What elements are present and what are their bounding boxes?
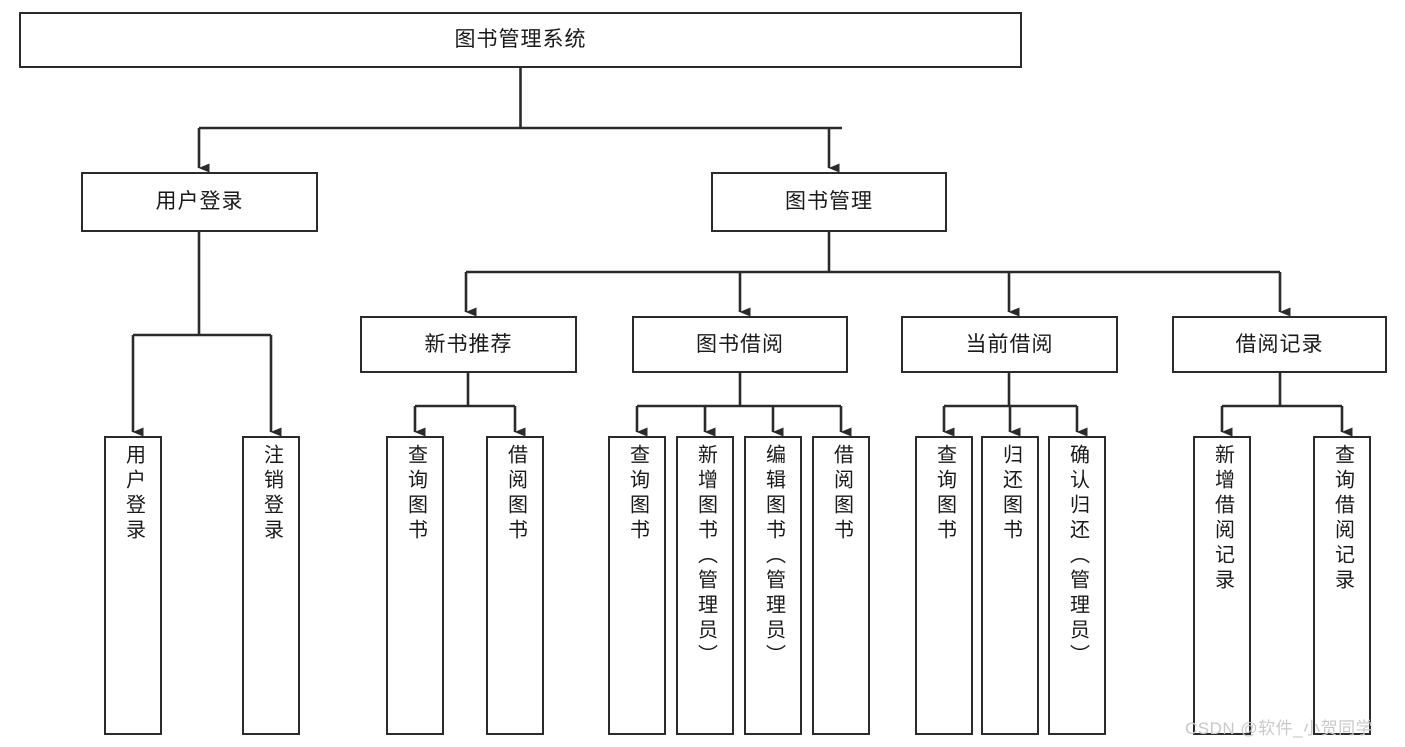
node-label: 借阅图书	[830, 444, 853, 544]
leaf-edit-book-admin[interactable]: 编辑图书（管理员）	[744, 436, 802, 735]
node-current-borrowing[interactable]: 当前借阅	[901, 316, 1118, 373]
leaf-query-book-current[interactable]: 查询图书	[915, 436, 973, 735]
node-label: 图书管理系统	[454, 28, 587, 52]
node-label: 新增图书（管理员）	[694, 444, 717, 669]
node-label: 借阅记录	[1235, 332, 1324, 356]
leaf-query-book-recommend[interactable]: 查询图书	[386, 436, 444, 735]
connector-group-root	[197, 68, 842, 173]
node-label: 图书借阅	[696, 332, 784, 356]
node-label: 查询图书	[404, 444, 427, 544]
leaf-borrow-book[interactable]: 借阅图书	[812, 436, 870, 735]
leaf-logout-login[interactable]: 注销登录	[242, 436, 300, 735]
node-user-login[interactable]: 用户登录	[81, 172, 318, 232]
node-root-book-management-system[interactable]: 图书管理系统	[19, 12, 1022, 68]
node-label: 借阅图书	[504, 444, 527, 544]
node-label: 图书管理	[785, 190, 873, 214]
leaf-add-book-admin[interactable]: 新增图书（管理员）	[676, 436, 734, 735]
node-label: 用户登录	[155, 190, 244, 214]
node-label: 查询借阅记录	[1331, 444, 1354, 594]
node-label: 编辑图书（管理员）	[762, 444, 785, 669]
connector-group-current-borrow	[942, 373, 1088, 437]
leaf-confirm-return-admin[interactable]: 确认归还（管理员）	[1048, 436, 1106, 735]
node-new-book-recommendation[interactable]: 新书推荐	[360, 316, 577, 373]
node-label: 当前借阅	[965, 332, 1054, 356]
leaf-user-login[interactable]: 用户登录	[104, 436, 162, 735]
leaf-add-borrow-record[interactable]: 新增借阅记录	[1193, 436, 1251, 735]
node-label: 查询图书	[933, 444, 956, 544]
leaf-query-borrow-record[interactable]: 查询借阅记录	[1313, 436, 1371, 735]
connector-group-new-book	[413, 373, 526, 437]
connector-group-book-manage	[464, 232, 1291, 317]
node-label: 查询图书	[626, 444, 649, 544]
connector-group-user-login	[131, 232, 282, 437]
leaf-return-book[interactable]: 归还图书	[981, 436, 1039, 735]
leaf-query-book-borrow[interactable]: 查询图书	[608, 436, 666, 735]
node-label: 确认归还（管理员）	[1066, 444, 1089, 669]
node-label: 新书推荐	[424, 332, 513, 356]
node-label: 注销登录	[260, 444, 283, 544]
connector-group-borrow-record	[1220, 373, 1353, 437]
node-book-management[interactable]: 图书管理	[711, 172, 947, 232]
node-label: 用户登录	[122, 444, 145, 544]
node-borrowing-record[interactable]: 借阅记录	[1172, 316, 1387, 373]
connector-group-book-borrow	[635, 373, 852, 437]
node-label: 归还图书	[999, 444, 1022, 544]
node-label: 新增借阅记录	[1211, 444, 1234, 594]
leaf-borrow-book-recommend[interactable]: 借阅图书	[486, 436, 544, 735]
node-book-borrowing[interactable]: 图书借阅	[632, 316, 848, 373]
